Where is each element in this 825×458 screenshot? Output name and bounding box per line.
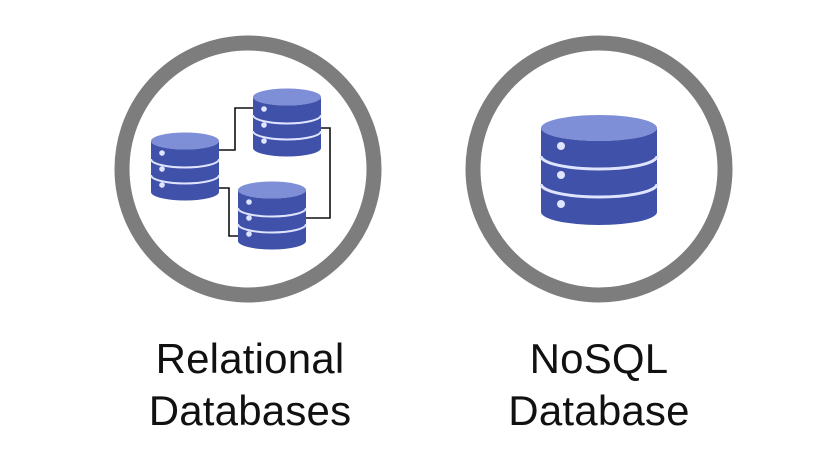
relational-databases-label: Relational Databases [100,333,400,437]
nosql-database-icon [539,113,659,227]
nosql-label-line-1: NoSQL [529,335,669,382]
nosql-database-panel [465,35,733,303]
right-relationship-line [306,127,331,219]
relational-label-line-2: Databases [148,387,352,434]
left-database-icon [150,131,220,202]
top-relationship-line [219,107,254,151]
relational-database-icon [150,87,322,251]
nosql-ring [465,35,733,303]
relational-label-line-1: Relational [155,335,345,382]
nosql-database-label: NoSQL Database [449,333,749,437]
bottom-relationship-line [219,187,240,237]
relational-database-panel [114,35,382,303]
lower-database-icon [237,180,307,251]
relational-ring [114,35,382,303]
upper-database-icon [252,87,322,158]
nosql-label-line-2: Database [508,387,690,434]
